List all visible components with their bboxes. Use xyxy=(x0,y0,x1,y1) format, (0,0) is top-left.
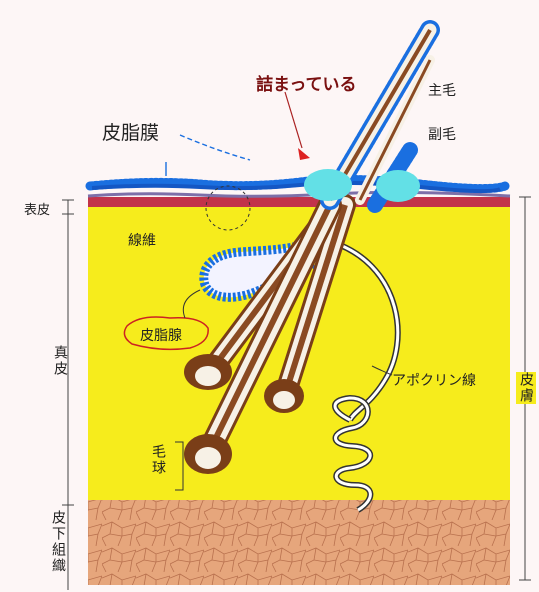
epidermis-layer xyxy=(88,197,510,207)
subcutaneous-layer xyxy=(88,500,510,585)
clogged-leader xyxy=(285,92,302,148)
label-fiber: 線維 xyxy=(128,230,156,250)
label-dermis: 真皮 xyxy=(50,345,70,377)
epidermis-surface-line xyxy=(88,192,510,196)
label-subcutaneous-tissue: 皮下組織 xyxy=(48,510,68,574)
clogged-arrowhead xyxy=(298,148,310,160)
label-clogged: 詰まっている xyxy=(256,70,356,95)
sebum-film-leader xyxy=(180,135,250,160)
label-main-hair: 主毛 xyxy=(428,80,456,100)
label-skin: 皮膚 xyxy=(516,372,536,404)
label-secondary-hair: 副毛 xyxy=(428,124,456,144)
label-epidermis: 表皮 xyxy=(24,199,50,218)
label-hair-bulb: 毛球 xyxy=(148,444,168,476)
label-sebum-film: 皮脂膜 xyxy=(102,118,159,145)
label-apocrine-gland: アポクリン線 xyxy=(392,370,476,390)
label-sebaceous-gland: 皮脂腺 xyxy=(140,325,182,345)
